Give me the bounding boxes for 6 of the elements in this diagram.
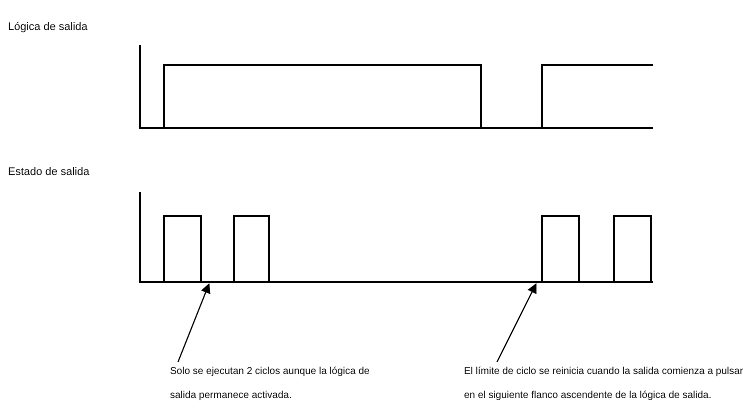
annotation-note: Solo se ejecutan 2 ciclos aunque la lógica de salida permanece activada. — [170, 360, 370, 408]
signal-name: Estado de salida — [8, 166, 90, 178]
arrow — [496, 283, 537, 362]
annotation-note: El límite de ciclo se reinicia cuando la salida comienza a pulsar en el siguiente flanco ascendente de la lógica de salida. — [464, 360, 743, 408]
arrow — [177, 283, 210, 362]
signal-name: Lógica de salida — [8, 21, 88, 33]
